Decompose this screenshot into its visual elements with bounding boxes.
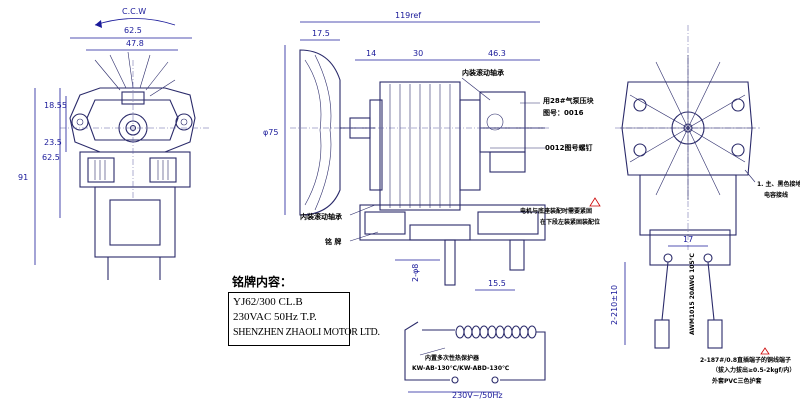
label-bearing-bottom: 内装滚动轴承 [300,212,342,221]
dim-pin-position: 15.5 [488,279,506,288]
end-view: 17 2-210±10 AWM1015 20AWG 105℃ 1. 主、黑色接地… [610,25,800,385]
dim-height-total: 91 [18,173,28,182]
dim-overall: 119ref [395,11,421,20]
label-capacitor: 电容接线 [764,191,788,199]
label-drawing-no: 图号：0016 [543,108,584,117]
dim-lead-length: 2-210±10 [610,285,619,325]
rotation-label: C.C.W [122,7,146,16]
side-view: 119ref 17.5 14 30 46.3 φ75 [263,11,601,291]
warning-icon-end [760,347,770,355]
wiring-schematic: 内置多次性热保护器 KW-AB-130℃/KW-ABD-130℃ 230V~/5… [404,321,546,400]
dim-half-top: 18.55 [44,101,67,110]
front-view: C.C.W 62.5 47.8 [18,7,210,280]
dim-fan-diameter: φ75 [263,128,278,137]
nameplate-line-3: SHENZHEN ZHAOLI MOTOR LTD. [233,327,380,338]
label-ground: 1. 主、黑色接地 [757,180,800,188]
label-bearing-top: 内装滚动轴承 [462,68,504,77]
label-warning-2: 在下段左装紧固装配位 [540,218,600,226]
label-seal-block: 用28#气泵压块 [543,96,595,105]
label-terminal-note: 2-187#/0.8直插端子的铜线端子 [700,356,791,364]
dim-width-inner: 47.8 [126,39,144,48]
label-warning-1: 电机与底座装配时需要紧固 [520,207,592,215]
dim-width-outer: 62.5 [124,26,142,35]
protector-spec: KW-AB-130℃/KW-ABD-130℃ [412,365,509,372]
label-sleeve: 外套PVC三色护套 [711,377,761,385]
label-nameplate: 铭 牌 [325,237,341,246]
nameplate-title: 铭牌内容： [232,275,293,289]
lead-spec: AWM1015 20AWG 105℃ [689,253,696,335]
dim-terminal: 2-φ8 [411,264,420,282]
supply-voltage: 230V~/50Hz [452,391,503,400]
dim-pin-spacing: 17 [683,235,693,244]
dim-stack: 30 [413,49,423,58]
warning-icon [589,197,601,207]
label-pull-force: （拔入力拔出≥0.5-2kgf/内） [712,366,795,374]
label-screw: 0012图号螺钉 [545,143,592,152]
dim-half-bottom: 23.5 [44,138,62,147]
nameplate-line-2: 230VAC 50Hz T.P. [233,311,317,323]
dim-rear: 46.3 [488,49,506,58]
dim-shaft-gap: 14 [366,49,376,58]
nameplate-line-1: YJ62/300 CL.B [233,296,303,308]
dim-height-mid: 62.5 [42,153,60,162]
protector-label: 内置多次性热保护器 [425,354,480,362]
nameplate-box: YJ62/300 CL.B 230VAC 50Hz T.P. SHENZHEN … [228,292,380,346]
dim-fan-width: 17.5 [312,29,330,38]
